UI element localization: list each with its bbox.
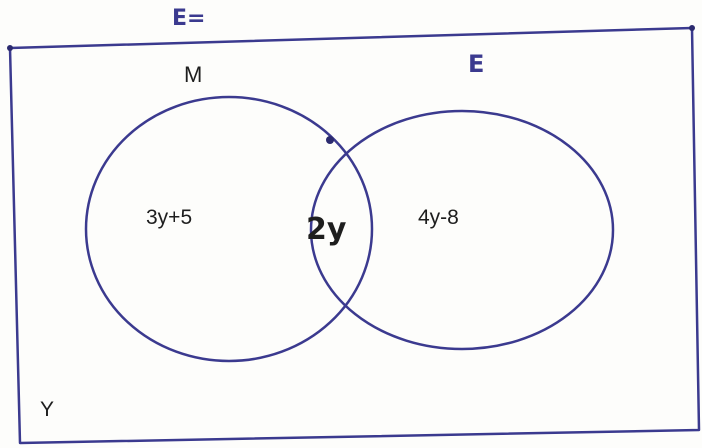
set-m-circle: [84, 95, 374, 363]
set-e-circle: [309, 109, 615, 351]
universal-set-rectangle: [8, 26, 701, 445]
rectangle-corner-dot: [7, 45, 13, 51]
intersection-value: 2y: [306, 212, 347, 247]
intersection-top-dot: [326, 136, 334, 144]
set-m-label: M: [184, 62, 203, 87]
set-e-only-value: 4y-8: [418, 206, 459, 229]
rectangle-corner-dot: [689, 25, 695, 31]
set-m-only-value: 3y+5: [146, 206, 193, 229]
universal-set-label: E=: [172, 6, 206, 31]
set-e-label: E: [468, 50, 485, 78]
outside-region-value: Y: [40, 398, 55, 421]
